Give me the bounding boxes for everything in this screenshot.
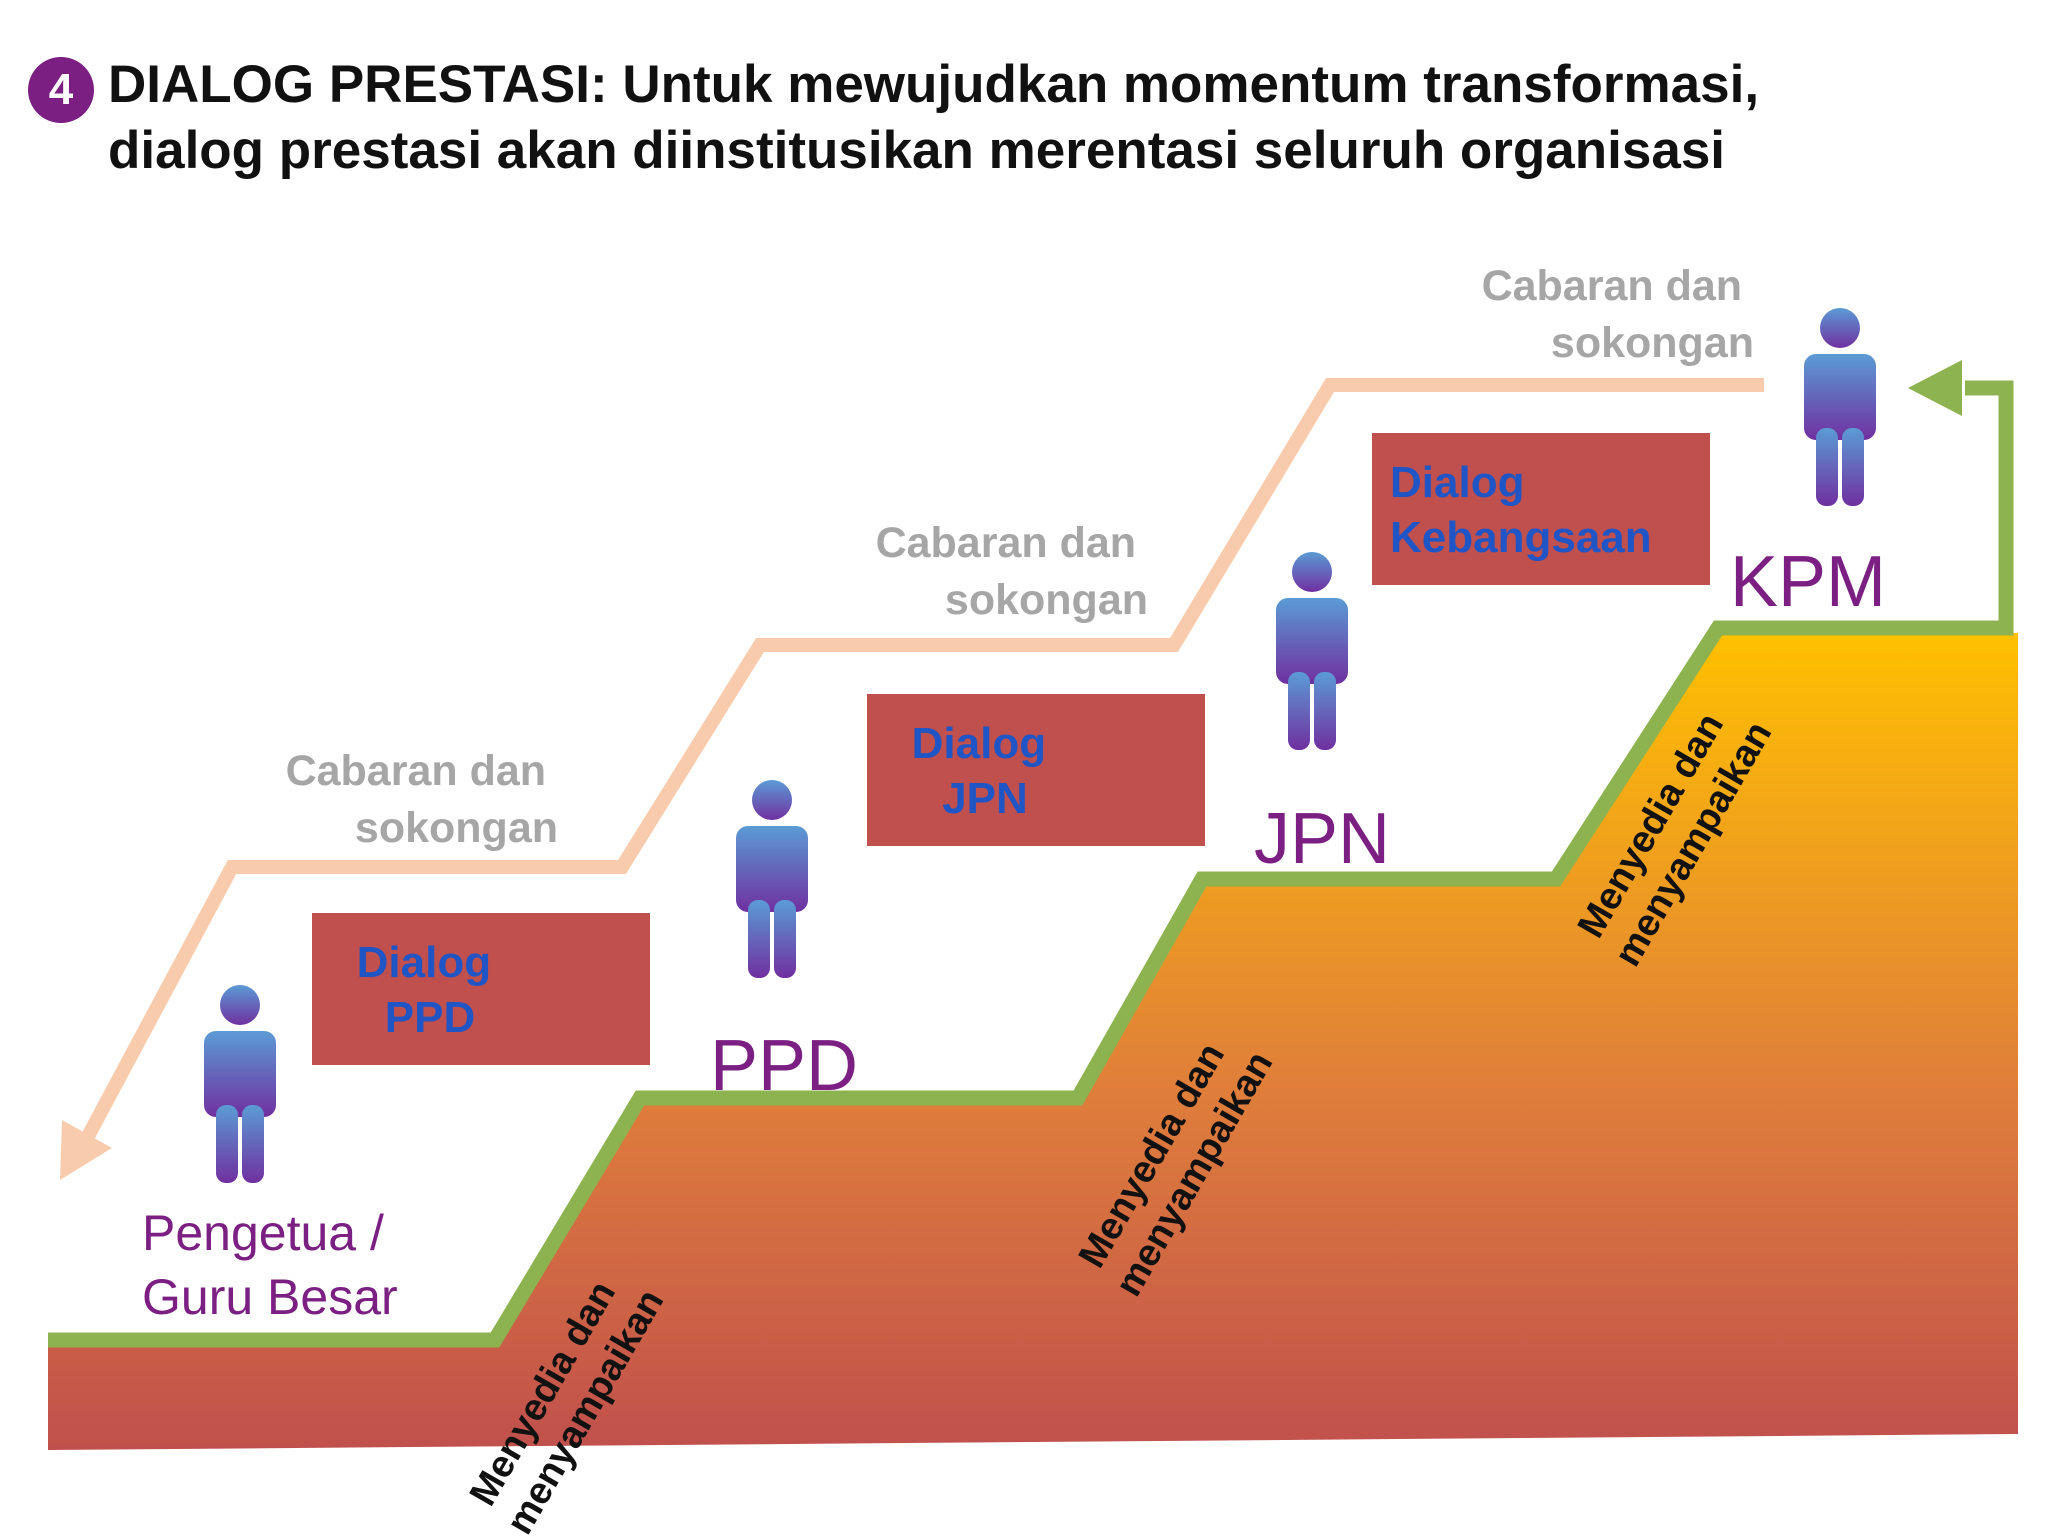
dialog-box-kebangsaan: Dialog Kebangsaan bbox=[1372, 433, 1710, 585]
level-label-pengetua-line-2: Guru Besar bbox=[142, 1269, 398, 1325]
person-icon-pengetua bbox=[204, 985, 276, 1183]
title-line-2: dialog prestasi akan diinstitusikan mere… bbox=[108, 121, 1726, 180]
support-label-1-line-1: Cabaran dan bbox=[286, 747, 546, 795]
page-title: DIALOG PRESTASI: Untuk mewujudkan moment… bbox=[108, 52, 1759, 184]
person-icon-kpm bbox=[1804, 308, 1876, 506]
dialog-box-ppd: Dialog PPD bbox=[312, 913, 650, 1065]
support-label-1-line-2: sokongan bbox=[355, 804, 558, 852]
peach-arrow-head bbox=[60, 1120, 112, 1180]
dialog-ppd-line-1: Dialog bbox=[357, 938, 491, 987]
support-label-2: Cabaran dan sokongan bbox=[876, 519, 1148, 624]
title-line-1: DIALOG PRESTASI: Untuk mewujudkan moment… bbox=[108, 55, 1760, 114]
support-label-3: Cabaran dan sokongan bbox=[1482, 262, 1754, 367]
peach-feedback-path bbox=[79, 378, 1764, 1144]
person-icon-jpn bbox=[1276, 552, 1348, 750]
dialog-ppd-line-2: PPD bbox=[385, 993, 475, 1042]
level-label-jpn-line-1: JPN bbox=[1254, 799, 1390, 879]
support-label-2-line-2: sokongan bbox=[945, 576, 1148, 624]
level-label-pengetua-line-1: Pengetua / bbox=[142, 1205, 384, 1261]
svg-text:Dialog Kebangsaan: Dialog Kebangsaan bbox=[1390, 458, 1652, 562]
support-label-3-line-2: sokongan bbox=[1551, 319, 1754, 367]
staircase-shape bbox=[48, 633, 2018, 1450]
support-label-3-line-1: Cabaran dan bbox=[1482, 262, 1742, 310]
level-label-ppd-line-1: PPD bbox=[710, 1026, 858, 1106]
level-label-kpm-line-1: KPM bbox=[1730, 542, 1886, 622]
dialog-jpn-line-2: JPN bbox=[942, 774, 1028, 823]
level-label-kpm: KPM bbox=[1730, 542, 1886, 622]
dialog-jpn-line-1: Dialog bbox=[912, 719, 1046, 768]
level-label-jpn: JPN bbox=[1254, 799, 1390, 879]
support-label-2-line-1: Cabaran dan bbox=[876, 519, 1136, 567]
svg-text:Dialog PPD: Dialog PPD bbox=[357, 938, 504, 1042]
level-label-ppd: PPD bbox=[710, 1026, 858, 1106]
support-label-1: Cabaran dan sokongan bbox=[286, 747, 558, 852]
dialog-box-jpn: Dialog JPN bbox=[867, 694, 1205, 846]
level-label-pengetua: Pengetua / Guru Besar bbox=[142, 1205, 398, 1325]
svg-text:Dialog JPN: Dialog JPN bbox=[912, 719, 1059, 823]
green-progress-path bbox=[48, 380, 2014, 1348]
step-number-badge: 4 bbox=[28, 57, 94, 123]
person-icon-ppd bbox=[736, 780, 808, 978]
green-arrow-head bbox=[1908, 360, 1962, 416]
dialog-kebangsaan-line-2: Kebangsaan bbox=[1390, 513, 1652, 562]
dialog-kebangsaan-line-1: Dialog bbox=[1390, 458, 1524, 507]
